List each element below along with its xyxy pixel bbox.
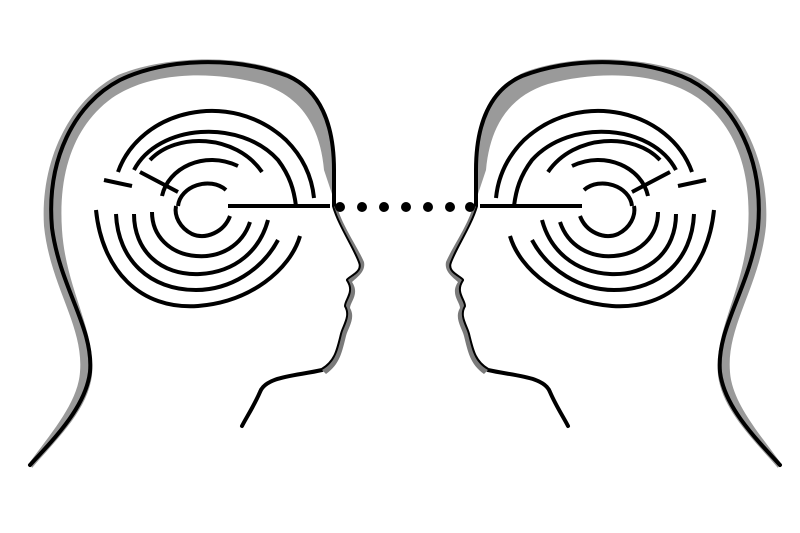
connection-dot bbox=[357, 202, 367, 212]
right-head bbox=[443, 57, 782, 470]
connection-dot bbox=[423, 202, 433, 212]
connection-dots bbox=[335, 202, 475, 212]
connection-dot bbox=[445, 202, 455, 212]
connection-dot bbox=[465, 202, 475, 212]
connection-dot bbox=[401, 202, 411, 212]
connection-dot bbox=[335, 202, 345, 212]
left-head bbox=[28, 57, 367, 470]
connection-dot bbox=[379, 202, 389, 212]
